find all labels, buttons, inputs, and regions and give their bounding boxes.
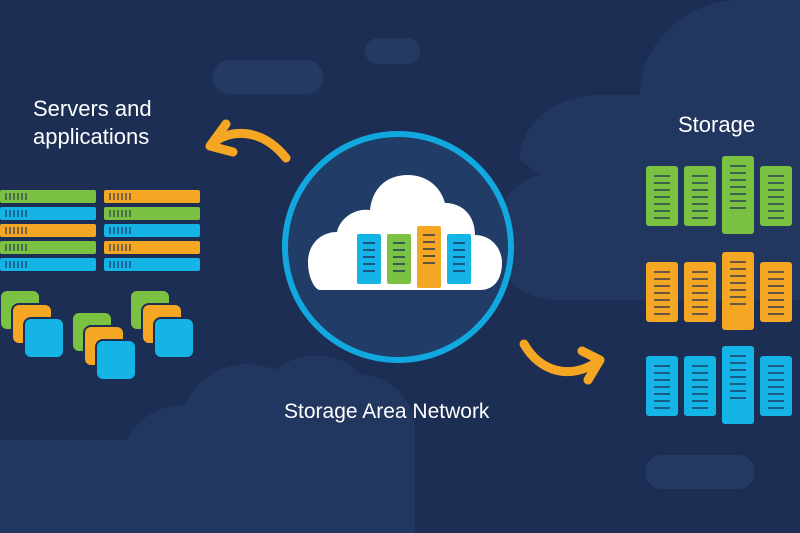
server-rack-icon <box>104 241 200 254</box>
cloud-server-group <box>357 226 471 288</box>
arrow-icon <box>519 339 605 385</box>
server-rack-icon <box>357 234 381 284</box>
server-rack-icon <box>0 190 96 203</box>
server-rack-group <box>0 190 200 271</box>
storage-array-group <box>646 156 792 424</box>
server-rack-icon <box>0 224 96 237</box>
background-cloud-right <box>495 0 800 300</box>
server-rack-icon <box>447 234 471 284</box>
server-rack-icon <box>0 258 96 271</box>
server-rack-icon <box>0 207 96 220</box>
server-rack-icon <box>417 226 441 288</box>
storage-array-icon <box>646 346 792 424</box>
servers-label: Servers and applications <box>33 95 233 151</box>
storage-array-icon <box>646 156 792 234</box>
server-rack-icon <box>0 241 96 254</box>
servers-label-line1: Servers and <box>33 96 152 121</box>
storage-array-icon <box>646 252 792 330</box>
server-rack-icon <box>104 190 200 203</box>
background-pill <box>365 38 420 64</box>
servers-label-line2: applications <box>33 124 150 149</box>
virtual-machine-icon <box>95 339 137 381</box>
background-cloud-bottom-left <box>0 440 200 533</box>
virtual-machine-group <box>0 289 195 381</box>
server-rack-icon <box>104 258 200 271</box>
san-label: Storage Area Network <box>284 400 490 423</box>
virtual-machine-icon <box>23 317 65 359</box>
server-rack-icon <box>104 207 200 220</box>
arrow-icon <box>205 119 291 163</box>
san-hub <box>282 131 514 363</box>
virtual-machine-icon <box>153 317 195 359</box>
server-rack-icon <box>104 224 200 237</box>
background-pill <box>213 60 323 94</box>
storage-label: Storage <box>678 112 756 137</box>
server-rack-icon <box>387 234 411 284</box>
background-pill <box>645 455 755 489</box>
